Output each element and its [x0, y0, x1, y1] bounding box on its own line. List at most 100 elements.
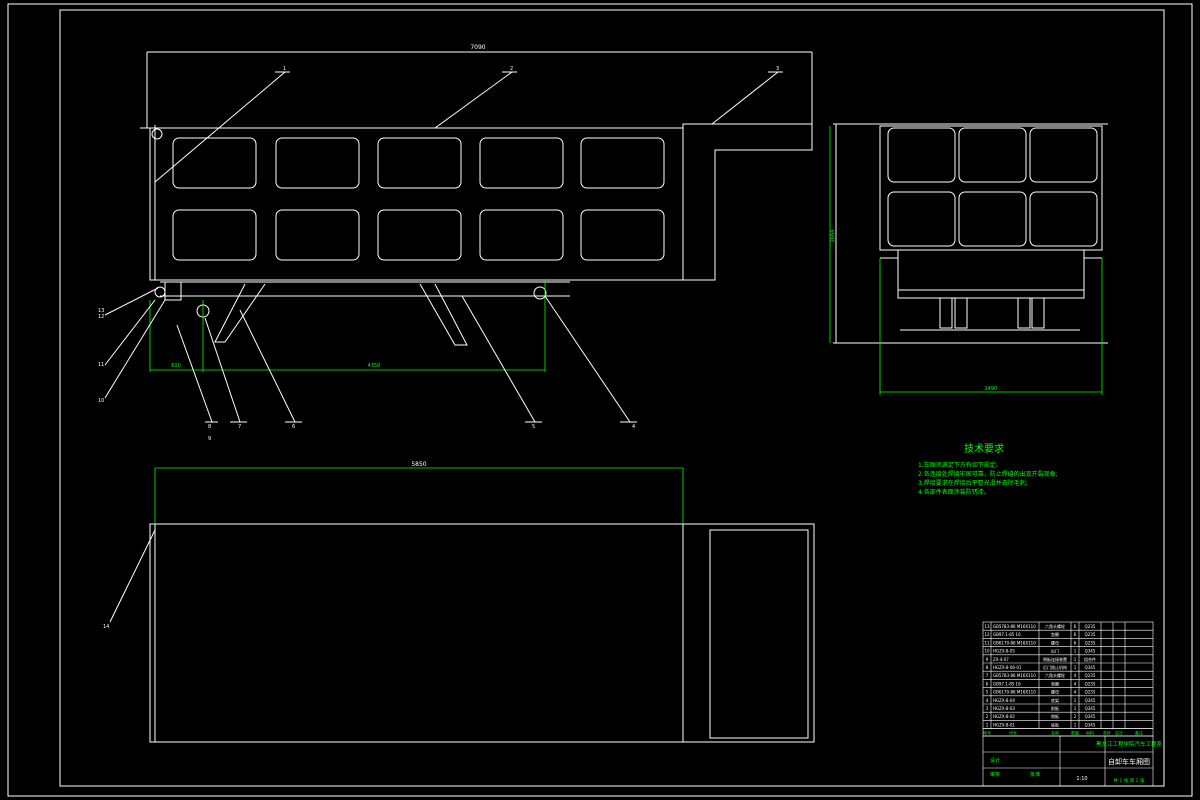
parts-row-13-cell-3: 6 — [1074, 624, 1077, 629]
tech-item-4: 4.各部件表面涂装防锈漆。 — [918, 488, 990, 496]
balloon-11: 11 — [98, 362, 104, 368]
balloon-9: 9 — [208, 436, 211, 442]
parts-row-4-cell-2: 底架 — [1051, 697, 1059, 703]
parts-row-9-cell-0: 9 — [986, 657, 989, 662]
parts-row-4-cell-3: 1 — [1074, 698, 1077, 703]
balloon-6: 6 — [292, 424, 295, 430]
parts-row-2-cell-0: 2 — [986, 714, 989, 719]
parts-row-8-cell-3: 1 — [1074, 665, 1077, 670]
tb-header-6: 总计 — [1115, 730, 1123, 736]
tech-heading: 技术要求 — [964, 442, 1004, 455]
tb-header-7: 备注 — [1135, 730, 1143, 736]
tb-check: 审核 — [990, 771, 1000, 778]
parts-row-10-cell-1: HGZX-8-05 — [993, 649, 1015, 654]
dim-side-width: 2490 — [985, 386, 998, 392]
tb-header-5: 单件 — [1103, 730, 1111, 736]
parts-row-7-cell-0: 7 — [986, 673, 989, 678]
balloon-3: 3 — [776, 66, 779, 72]
parts-row-3-cell-3: 1 — [1074, 706, 1077, 711]
side-view — [104, 51, 813, 623]
dim-body-length: 5850 — [411, 461, 426, 468]
parts-row-1-cell-1: HGZX-8-01 — [993, 722, 1015, 727]
tb-header-1: 代号 — [1009, 730, 1017, 736]
title-block: 黑龙江工程学院汽车工程系 自卸车车厢图 1:10 共 1 张 第 1 张 设计 … — [982, 735, 1163, 787]
parts-row-6-cell-4: Q235 — [1085, 681, 1096, 686]
parts-row-6-cell-2: 垫圈 — [1051, 680, 1059, 686]
parts-row-12-cell-3: 6 — [1074, 632, 1077, 637]
top-view — [149, 467, 815, 743]
tb-approve: 批准 — [1030, 771, 1040, 778]
dim-left-offset: 600 — [171, 363, 181, 369]
parts-row-13-cell-4: Q235 — [1085, 624, 1096, 629]
tech-item-2: 2.各连接处焊接牢固可靠，防止焊缝的出现开裂现象; — [918, 470, 1058, 478]
tech-item-1: 1.车厢须满足下方有如下规定; — [918, 461, 998, 469]
tb-sheet: 共 1 张 第 1 张 — [1114, 777, 1145, 784]
tb-school: 黑龙江工程学院汽车工程系 — [1096, 740, 1163, 748]
dim-top-overall: 7090 — [470, 44, 485, 51]
parts-row-11-cell-0: 11 — [984, 640, 990, 645]
inner-frame — [59, 9, 1165, 787]
parts-row-10-cell-0: 10 — [984, 649, 990, 654]
parts-row-7-cell-2: 六角头螺栓 — [1045, 672, 1065, 678]
parts-row-5-cell-2: 螺母 — [1051, 689, 1059, 695]
balloon-1: 1 — [283, 66, 286, 72]
balloon-7: 7 — [238, 424, 241, 430]
parts-row-11-cell-2: 螺母 — [1051, 639, 1059, 645]
parts-row-1-cell-0: 1 — [986, 722, 989, 727]
parts-row-3-cell-2: 前板 — [1051, 705, 1059, 711]
parts-row-9-cell-1: ZX-4-07 — [993, 657, 1009, 662]
parts-row-7-cell-1: GB5783-86 M16X110 — [993, 673, 1036, 678]
parts-row-3-cell-0: 3 — [986, 706, 989, 711]
parts-row-5-cell-3: 4 — [1074, 690, 1077, 695]
parts-row-8-cell-4: Q345 — [1085, 665, 1096, 670]
parts-row-12-cell-4: Q235 — [1085, 632, 1096, 637]
end-view — [829, 123, 1108, 395]
balloon-14: 14 — [103, 624, 109, 630]
parts-row-4-cell-4: Q345 — [1085, 698, 1096, 703]
dim-side-height: 2664 — [830, 230, 836, 243]
parts-row-13-cell-1: GB5783-86 M16X110 — [993, 624, 1036, 629]
parts-row-6-cell-3: 4 — [1074, 681, 1077, 686]
parts-row-1-cell-3: 1 — [1074, 722, 1077, 727]
balloon-13: 13 — [98, 308, 104, 314]
balloon-2: 2 — [510, 66, 513, 72]
parts-row-2-cell-1: HGZX-8-02 — [993, 714, 1015, 719]
parts-row-9-cell-2: 侧板连接装置 — [1043, 656, 1067, 662]
parts-row-3-cell-1: HGZX-8-03 — [993, 706, 1015, 711]
parts-row-11-cell-4: Q235 — [1085, 640, 1096, 645]
parts-row-9-cell-3: 1 — [1074, 657, 1077, 662]
parts-row-1-cell-4: Q345 — [1085, 722, 1096, 727]
parts-row-12-cell-1: GB97.1-85 16 — [993, 632, 1021, 637]
tb-header-4: 材料 — [1086, 730, 1094, 736]
parts-row-1-cell-2: 底板 — [1051, 721, 1059, 727]
balloon-5: 5 — [532, 424, 535, 430]
parts-row-9-cell-4: 组合件 — [1084, 656, 1096, 662]
balloon-4: 4 — [632, 424, 635, 430]
parts-row-5-cell-4: Q235 — [1085, 690, 1096, 695]
balloon-10: 10 — [98, 398, 104, 404]
balloon-8: 8 — [208, 424, 211, 430]
parts-row-13-cell-0: 13 — [984, 624, 990, 629]
parts-row-7-cell-3: 4 — [1074, 673, 1077, 678]
balloon-12: 12 — [98, 314, 104, 320]
parts-row-4-cell-1: HGZX-8-04 — [993, 698, 1015, 703]
tech-item-3: 3.焊接要求在焊接后平整光滑并去除毛刺; — [918, 479, 1028, 487]
parts-row-2-cell-4: Q345 — [1085, 714, 1096, 719]
parts-row-6-cell-0: 6 — [986, 681, 989, 686]
parts-row-10-cell-2: 后门 — [1051, 648, 1059, 654]
parts-row-5-cell-1: GB6170-86 M16X110 — [993, 690, 1036, 695]
parts-row-3-cell-4: Q345 — [1085, 706, 1096, 711]
dim-wheelbase: 4350 — [368, 363, 381, 369]
parts-row-2-cell-3: 2 — [1074, 714, 1077, 719]
parts-row-10-cell-3: 1 — [1074, 649, 1077, 654]
parts-row-7-cell-4: Q235 — [1085, 673, 1096, 678]
tb-scale: 1:10 — [1076, 776, 1087, 782]
tech-requirements: 技术要求 1.车厢须满足下方有如下规定; 2.各连接处焊接牢固可靠，防止焊缝的出… — [918, 442, 1058, 496]
parts-row-11-cell-1: GB6170-86 M16X110 — [993, 640, 1036, 645]
parts-row-13-cell-2: 六角头螺栓 — [1045, 623, 1065, 629]
tb-header-row: 序号代号名称数量材料单件总计备注 — [982, 728, 1154, 737]
parts-row-11-cell-3: 6 — [1074, 640, 1077, 645]
outer-frame — [7, 3, 1193, 797]
